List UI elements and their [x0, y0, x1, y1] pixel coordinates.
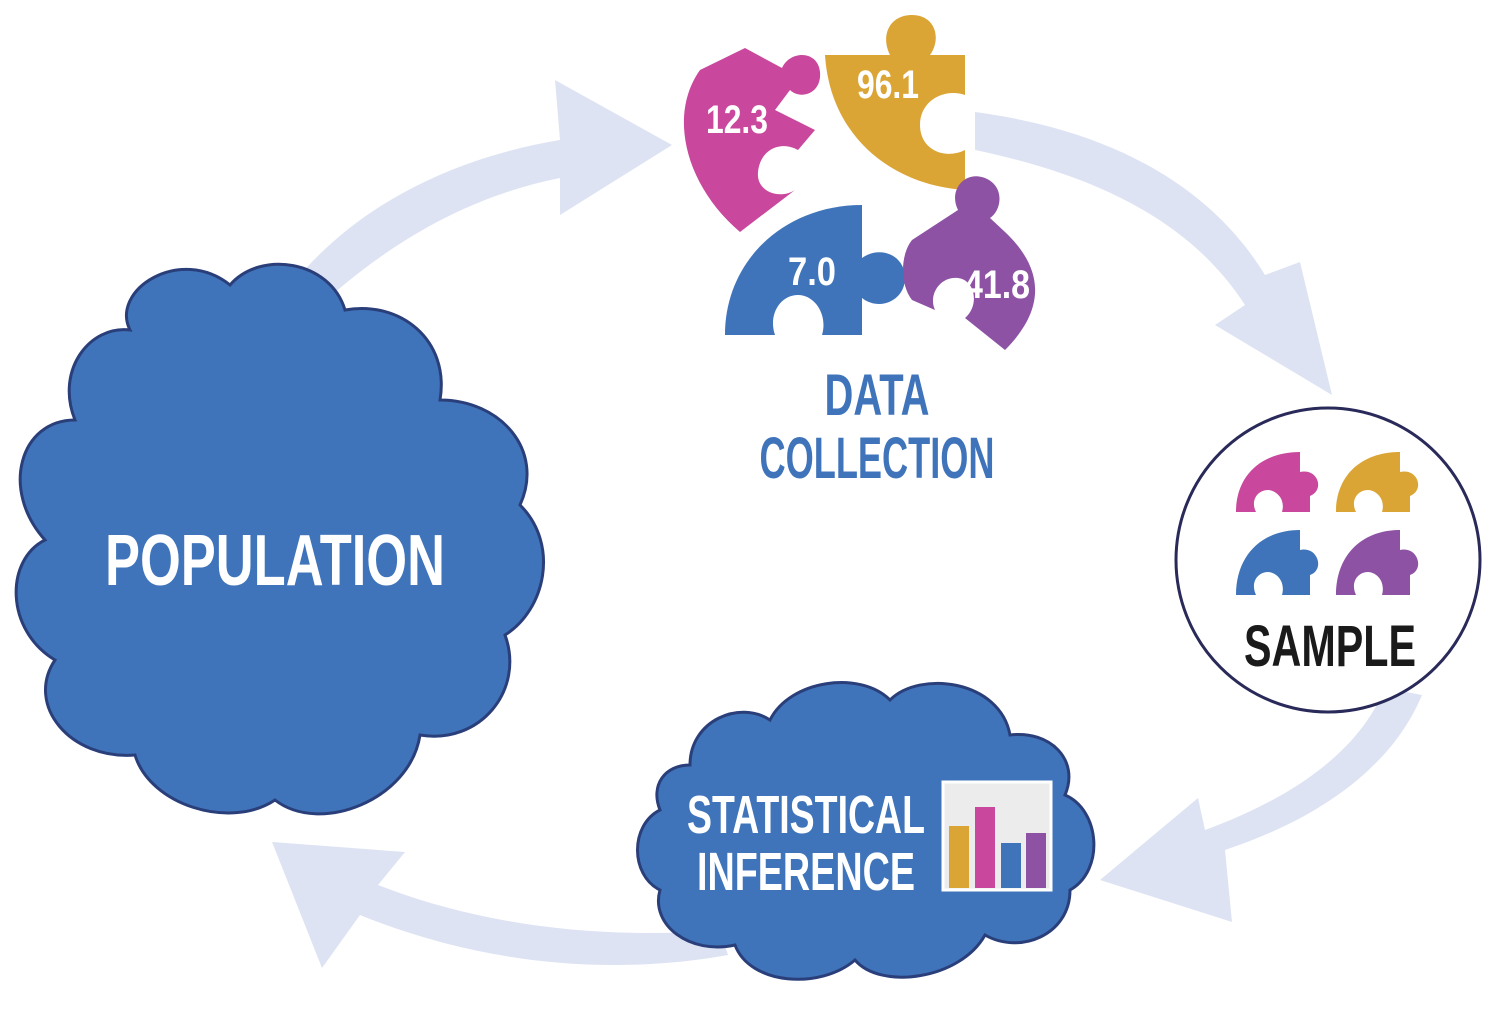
arrow-population-to-data	[288, 80, 672, 310]
population-label: POPULATION	[105, 521, 445, 601]
inference-cloud-group: STATISTICAL INFERENCE	[636, 681, 1096, 981]
puzzle-piece-icon	[1236, 530, 1319, 595]
bar-chart-icon-bar-1	[949, 826, 969, 888]
puzzle-piece-icon	[1336, 452, 1419, 512]
puzzle-piece-icon	[1336, 530, 1419, 595]
puzzle-value-41-8: 41.8	[964, 263, 1030, 307]
cycle-arrows	[272, 80, 1422, 968]
puzzle-value-96-1: 96.1	[857, 63, 919, 107]
population-cloud: POPULATION	[14, 262, 545, 816]
puzzle-value-7-0: 7.0	[788, 250, 836, 294]
bar-chart-icon	[941, 780, 1053, 892]
inference-cloud-shape	[636, 681, 1096, 981]
data-collection-title-line1: DATA	[825, 363, 930, 428]
puzzle-value-12-3: 12.3	[706, 98, 768, 142]
data-collection-group: 12.3 96.1 7.0 41.8 DATA COLLECTION	[683, 15, 1036, 491]
arrow-data-to-sample	[975, 112, 1332, 395]
sample-circle-group: SAMPLE	[1174, 406, 1482, 714]
puzzle-piece-icon	[903, 176, 1036, 350]
data-collection-title-line2: COLLECTION	[760, 426, 995, 491]
inference-label-line2: INFERENCE	[697, 842, 915, 902]
inference-label-line1: STATISTICAL	[687, 785, 925, 845]
bar-chart-icon-bar-2	[975, 807, 995, 888]
puzzle-piece-icon	[1236, 452, 1319, 512]
puzzle-piece-icon	[683, 48, 821, 232]
puzzle-piece-icon	[825, 15, 965, 190]
population-cloud-shape	[14, 262, 545, 816]
puzzle-piece-icon	[725, 205, 905, 335]
arrow-inference-to-population	[272, 842, 728, 968]
bar-chart-icon-bar-4	[1026, 833, 1046, 888]
bar-chart-icon-bar-3	[1001, 843, 1021, 888]
arrow-sample-to-inference	[1100, 688, 1422, 922]
sample-label: SAMPLE	[1244, 614, 1416, 679]
